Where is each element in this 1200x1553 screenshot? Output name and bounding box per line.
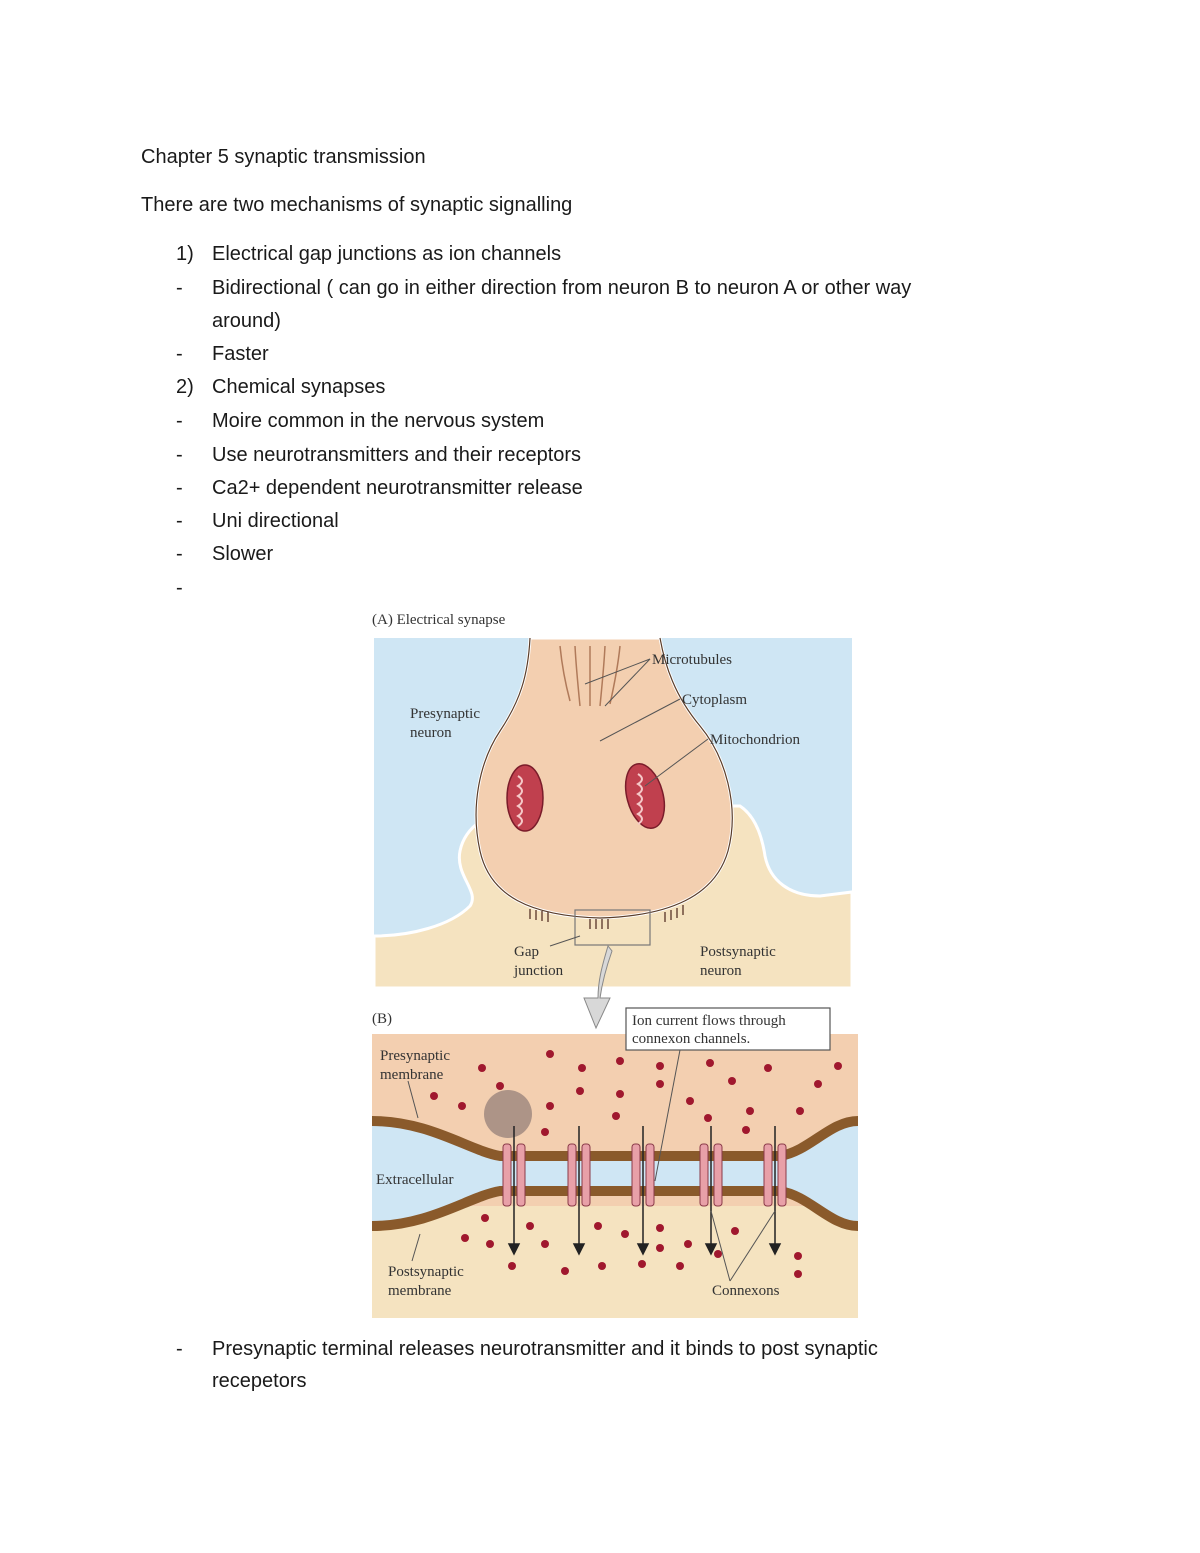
- bullet-dash: -: [176, 577, 183, 599]
- ion-flow-arrows: [507, 1126, 782, 1256]
- bullet-dash: -: [176, 277, 183, 299]
- document-title: Chapter 5 synaptic transmission: [141, 146, 426, 168]
- gap-junction-box: [574, 909, 651, 946]
- label-extracellular: Extracellular: [376, 1172, 453, 1188]
- presynaptic-outline: [475, 637, 733, 919]
- label-presynaptic-membrane: membrane: [380, 1067, 444, 1083]
- leader-lines-a: [549, 658, 709, 947]
- label-presynaptic-membrane: Presynaptic: [380, 1048, 450, 1064]
- section-number: 2): [176, 376, 194, 398]
- bullet-dash: -: [176, 1338, 183, 1360]
- list-item: Use neurotransmitters and their receptor…: [212, 444, 582, 466]
- list-item: recepetors: [212, 1370, 307, 1392]
- callout-text: connexon channels.: [632, 1031, 750, 1047]
- zoom-arrow-icon: [583, 944, 613, 1030]
- list-item: Faster: [212, 343, 269, 365]
- bullet-dash: -: [176, 477, 183, 499]
- list-item: Bidirectional ( can go in either directi…: [212, 277, 912, 299]
- mitochondrion-right: [624, 763, 666, 829]
- connexon: [567, 1143, 591, 1207]
- ion-dots: [430, 1050, 842, 1278]
- ion-current-callout: [625, 1007, 831, 1051]
- label-presynaptic-neuron: neuron: [410, 725, 452, 741]
- mitochondrion-left: [506, 764, 544, 832]
- leader-lines-b: [407, 1080, 776, 1282]
- label-gap-junction: junction: [513, 963, 564, 979]
- extracellular-space: [372, 1121, 858, 1226]
- bullet-dash: -: [176, 510, 183, 532]
- intro-text: There are two mechanisms of synaptic sig…: [141, 194, 573, 216]
- label-postsynaptic-membrane: Postsynaptic: [388, 1264, 464, 1280]
- label-microtubules: Microtubules: [652, 652, 732, 668]
- postsynaptic-membrane: [371, 1186, 859, 1231]
- callout-text: Ion current flows through: [632, 1013, 786, 1029]
- panel-b-title: (B): [372, 1011, 392, 1027]
- panel-b-post-region: [372, 1206, 858, 1318]
- panel-a-title: (A) Electrical synapse: [372, 612, 506, 628]
- connexon: [502, 1143, 526, 1207]
- callout-leader: [654, 1049, 681, 1182]
- connexon: [631, 1143, 655, 1207]
- label-postsynaptic-neuron: Postsynaptic: [700, 944, 776, 960]
- label-gap-junction: Gap: [514, 944, 539, 960]
- list-item: Moire common in the nervous system: [212, 410, 545, 432]
- vesicle: [484, 1090, 532, 1138]
- label-postsynaptic-membrane: membrane: [388, 1283, 452, 1299]
- list-item: Ca2+ dependent neurotransmitter release: [212, 477, 583, 499]
- bullet-dash: -: [176, 543, 183, 565]
- section-heading: Chemical synapses: [212, 376, 386, 398]
- label-connexons: Connexons: [712, 1283, 780, 1299]
- section-number: 1): [176, 243, 194, 265]
- label-postsynaptic-neuron: neuron: [700, 963, 742, 979]
- presynaptic-membrane: [371, 1116, 859, 1161]
- gap-junction-marks: [529, 905, 684, 929]
- microtubules-lines: [559, 645, 621, 707]
- bullet-dash: -: [176, 343, 183, 365]
- synapse-figure: (A) Electrical synapse: [371, 612, 859, 1318]
- list-item: around): [212, 310, 281, 332]
- connexon: [763, 1143, 787, 1207]
- bullet-dash: -: [176, 410, 183, 432]
- section-heading: Electrical gap junctions as ion channels: [212, 243, 562, 265]
- label-presynaptic-neuron: Presynaptic: [410, 706, 480, 722]
- list-item: Slower: [212, 543, 274, 565]
- list-item: Uni directional: [212, 510, 339, 532]
- label-cytoplasm: Cytoplasm: [682, 692, 747, 708]
- list-item: Presynaptic terminal releases neurotrans…: [212, 1338, 878, 1360]
- bullet-dash: -: [176, 444, 183, 466]
- label-mitochondrion: Mitochondrion: [710, 732, 800, 748]
- connexon: [699, 1143, 723, 1207]
- connexons-group: [502, 1143, 787, 1207]
